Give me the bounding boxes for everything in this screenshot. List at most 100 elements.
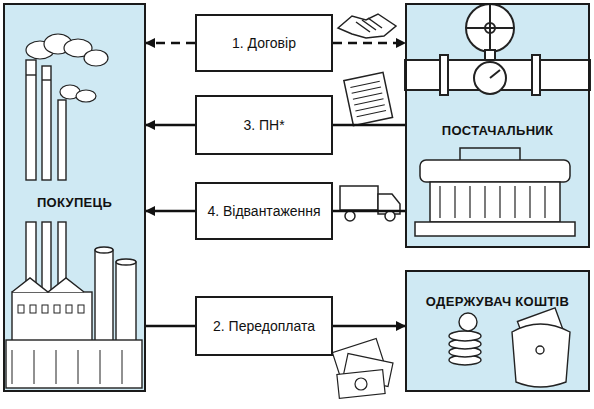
panel-title: ПОСТАЧАЛЬНИК <box>442 123 553 139</box>
illustration-ellipse <box>84 50 108 66</box>
flow-arrow <box>146 325 195 328</box>
illustration-g <box>440 186 545 218</box>
illustration-g <box>415 148 575 236</box>
illustration-line <box>544 186 545 218</box>
illustration-rect <box>485 50 495 60</box>
illustration-path <box>338 14 396 38</box>
flow-arrow <box>333 42 405 45</box>
illustration-path <box>512 324 570 387</box>
illustration-line <box>354 99 383 105</box>
illustration-g <box>405 4 590 95</box>
illustration-rect <box>195 182 333 240</box>
illustration-rect <box>340 186 378 210</box>
illustration-line <box>100 350 101 384</box>
illustration-circle <box>466 4 514 52</box>
illustration-line <box>499 186 500 218</box>
panel-title: ОДЕРЖУВАЧ КОШТІВ <box>426 294 569 310</box>
illustration-line <box>529 186 530 218</box>
step-label: 2. Передоплата <box>213 318 315 335</box>
illustration-path <box>356 18 382 32</box>
illustration-g <box>12 305 122 384</box>
illustration-line <box>466 27 514 29</box>
supplier-panel: ПОСТАЧАЛЬНИК <box>405 3 590 248</box>
illustration-rect <box>30 305 36 313</box>
step-label: 4. Відвантаження <box>207 203 320 220</box>
illustration-rect <box>78 305 84 313</box>
illustration-line <box>357 111 386 117</box>
illustration-rect <box>430 182 560 222</box>
illustration-rect <box>58 100 66 180</box>
illustration-rect <box>195 296 333 356</box>
illustration-g <box>449 308 570 387</box>
process-box: 1. Договір <box>195 14 333 72</box>
flow-arrow <box>146 124 195 127</box>
illustration-rect <box>42 305 48 313</box>
process-box: 2. Передоплата <box>195 296 333 356</box>
illustration-rect <box>344 72 393 125</box>
illustration-rect <box>420 160 570 182</box>
illustration-g <box>338 14 396 38</box>
illustration-ellipse <box>95 247 113 253</box>
illustration-rect <box>405 3 590 248</box>
illustration-g <box>340 186 400 221</box>
illustration-line <box>34 350 35 384</box>
illustration-rect <box>440 55 448 95</box>
illustration-circle <box>474 62 506 94</box>
illustration-ellipse <box>116 259 136 265</box>
illustration-line <box>439 186 440 218</box>
illustration-ellipse <box>449 331 481 341</box>
illustration-g <box>26 34 108 102</box>
buyer-panel: ПОКУПЕЦЬ <box>3 3 146 392</box>
flow-arrow <box>333 124 405 127</box>
step-label: 3. ПН* <box>243 117 284 134</box>
illustration-rect <box>405 270 590 392</box>
illustration-line <box>26 74 36 75</box>
flow-arrow <box>333 325 405 328</box>
illustration-line <box>122 350 123 384</box>
illustration-circle <box>536 346 544 354</box>
illustration-rect <box>337 370 385 399</box>
illustration-line <box>78 350 79 384</box>
panel-title: ПОКУПЕЦЬ <box>37 195 112 211</box>
illustration-line <box>42 79 51 80</box>
illustration-line <box>469 186 470 218</box>
illustration-rect <box>195 95 333 155</box>
process-box: 3. ПН* <box>195 95 333 155</box>
process-box: 4. Відвантаження <box>195 182 333 240</box>
illustration-g <box>26 60 66 180</box>
illustration-rect <box>66 305 72 313</box>
illustration-circle <box>385 211 395 221</box>
illustration-line <box>514 186 515 218</box>
illustration-line <box>355 105 384 111</box>
illustration-circle <box>345 211 355 221</box>
illustration-rect <box>532 55 540 95</box>
illustration-rect <box>54 305 60 313</box>
illustration-line <box>12 350 13 384</box>
illustration-line <box>56 350 57 384</box>
illustration-rect <box>6 340 142 388</box>
illustration-g <box>6 222 142 388</box>
illustration-line <box>350 81 379 87</box>
illustration-rect <box>415 222 575 236</box>
illustration-rect <box>42 66 51 180</box>
illustration-path <box>12 278 84 292</box>
illustration-g <box>344 72 393 125</box>
recipient-panel: ОДЕРЖУВАЧ КОШТІВ <box>405 270 590 392</box>
illustration-line <box>454 186 455 218</box>
illustration-ellipse <box>76 90 96 102</box>
illustration-g <box>350 81 386 117</box>
illustration-circle <box>355 378 367 390</box>
illustration-rect <box>195 14 333 72</box>
illustration-rect <box>18 305 24 313</box>
flow-arrow <box>146 42 195 45</box>
illustration-line <box>352 87 381 93</box>
illustration-line <box>353 93 382 99</box>
illustration-rect <box>42 222 51 292</box>
illustration-line <box>490 70 500 78</box>
illustration-line <box>484 186 485 218</box>
illustration-rect <box>26 60 36 180</box>
flow-arrow <box>333 210 405 213</box>
illustration-path <box>460 148 520 160</box>
flow-arrow <box>146 210 195 213</box>
